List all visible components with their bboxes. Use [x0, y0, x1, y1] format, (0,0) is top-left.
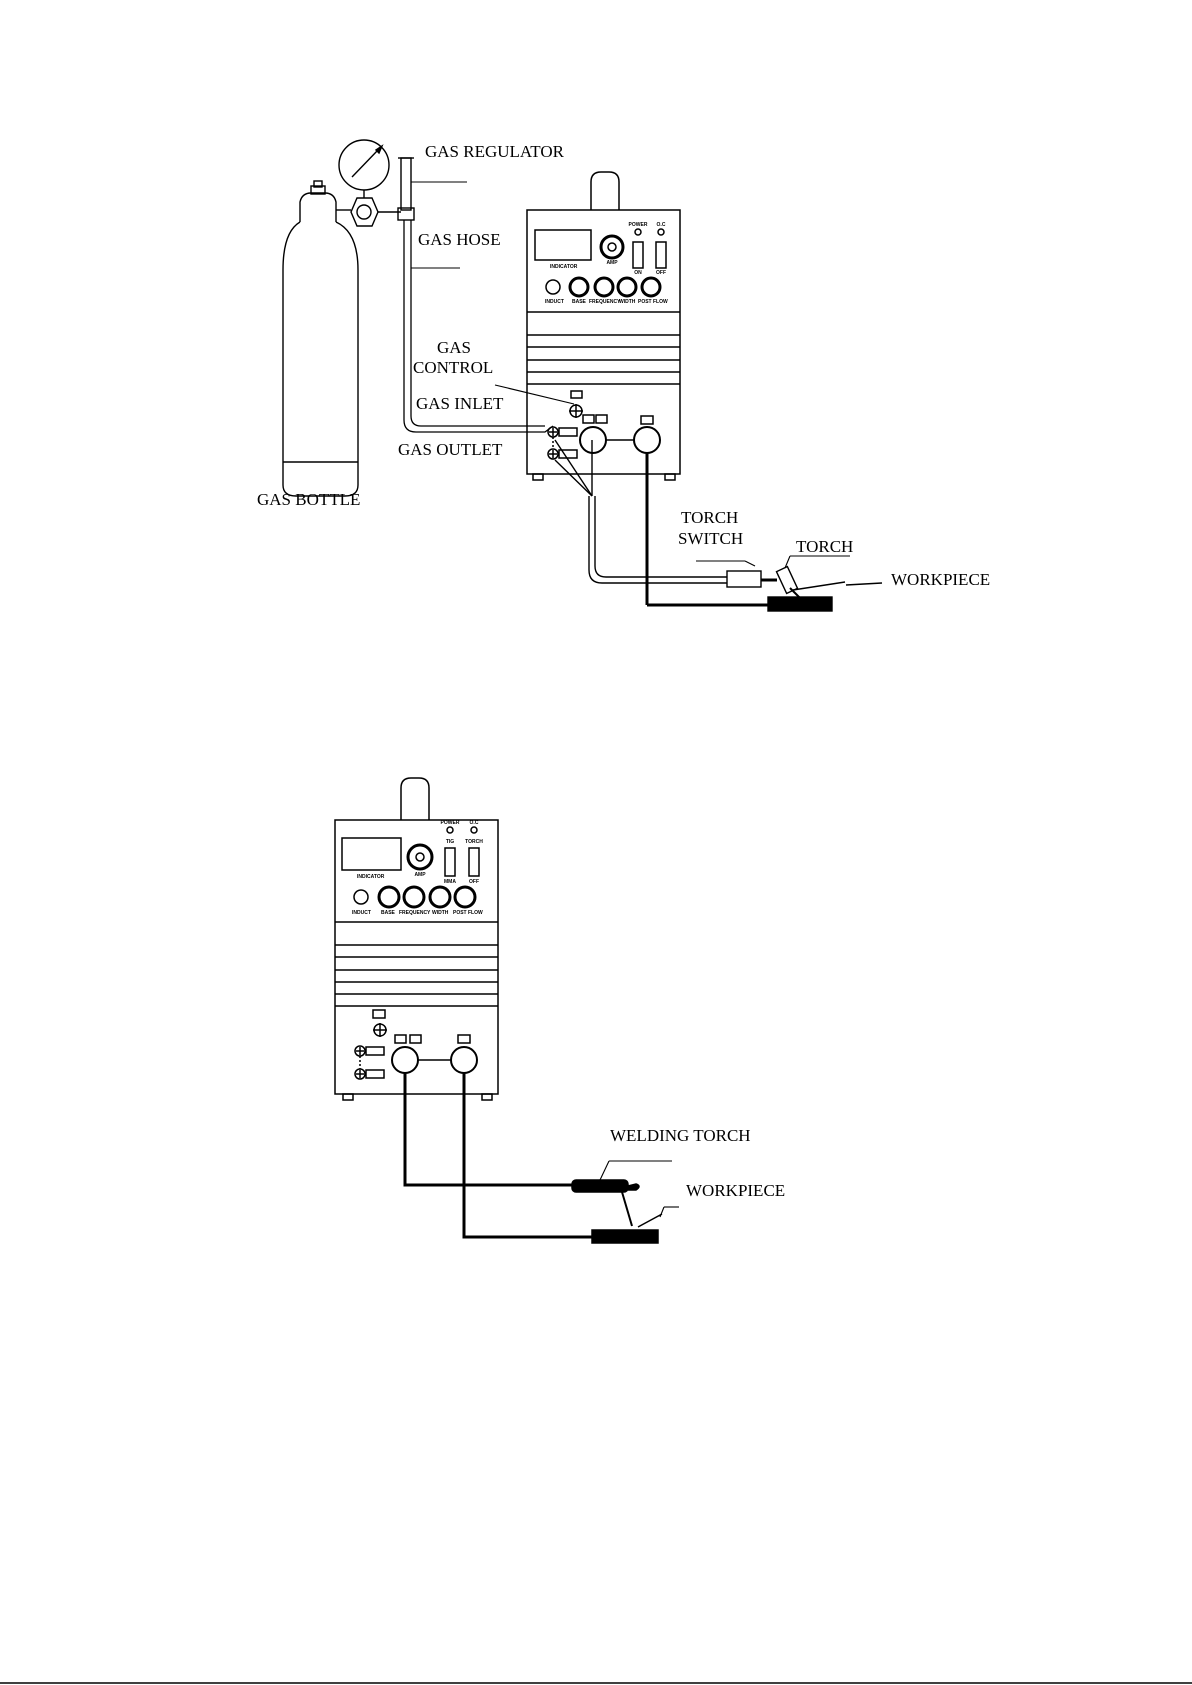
- knob-label-width: WIDTH: [619, 299, 636, 305]
- knob-label-post-flow: POST FLOW: [638, 299, 668, 305]
- power-label: POWER: [629, 222, 648, 228]
- gas-bottle: [283, 181, 358, 496]
- on-label: ON: [634, 270, 642, 276]
- knob-label-post-flow-2: POST FLOW: [453, 910, 483, 916]
- off-label: OFF: [656, 270, 666, 276]
- oc-label-2: O.C: [470, 820, 479, 826]
- oc-label: O.C: [657, 222, 666, 228]
- knob-label-frequency-2: FREQUENCY: [399, 910, 431, 916]
- label-gas-outlet: GAS OUTLET: [398, 440, 503, 459]
- label-torch-switch-2: SWITCH: [678, 529, 743, 548]
- indicator-label: INDICATOR: [550, 264, 578, 270]
- welding-machine-2: [335, 778, 498, 1100]
- mma-label-2: MMA: [444, 879, 456, 885]
- tig-setup-diagram: AMP POWER O.C ON OFF INDICATOR INDUCT BA…: [257, 140, 990, 611]
- mma-setup-diagram: AMP POWER O.C TIG TORCH MMA OFF INDICATO…: [335, 778, 785, 1243]
- label-gas-inlet: GAS INLET: [416, 394, 504, 413]
- knob-label-width-2: WIDTH: [432, 910, 449, 916]
- label-torch: TORCH: [796, 537, 853, 556]
- torch-label-2: TORCH: [465, 839, 483, 845]
- tig-label-2: TIG: [446, 839, 454, 845]
- mma-holders: [572, 1180, 662, 1243]
- label-gas-control-1: GAS: [437, 338, 471, 357]
- label-gas-control-2: CONTROL: [413, 358, 493, 377]
- inductance-label: INDUCT: [545, 299, 564, 305]
- tig-labels: GAS REGULATOR GAS HOSE GAS CONTROL GAS I…: [257, 142, 990, 589]
- label-gas-hose: GAS HOSE: [418, 230, 501, 249]
- welding-machine: [527, 172, 680, 480]
- label-gas-regulator: GAS REGULATOR: [425, 142, 565, 161]
- inductance-label-2: INDUCT: [352, 910, 371, 916]
- gas-regulator: [339, 140, 414, 226]
- mma-cables: [405, 1073, 592, 1237]
- amp-label-2: AMP: [414, 872, 426, 878]
- label-welding-torch: WELDING TORCH: [610, 1126, 751, 1145]
- amp-label: AMP: [606, 260, 618, 266]
- off-label-2: OFF: [469, 879, 479, 885]
- label-workpiece-1: WORKPIECE: [891, 570, 990, 589]
- knob-label-frequency: FREQUENCY: [589, 299, 621, 305]
- power-label-2: POWER: [441, 820, 460, 826]
- machine-panel-text: AMP POWER O.C ON OFF INDICATOR INDUCT BA…: [545, 222, 668, 305]
- knob-label-base-2: BASE: [381, 910, 396, 916]
- label-gas-bottle: GAS BOTTLE: [257, 490, 360, 509]
- label-workpiece-2: WORKPIECE: [686, 1181, 785, 1200]
- knob-label-base: BASE: [572, 299, 587, 305]
- indicator-label-2: INDICATOR: [357, 874, 385, 880]
- label-torch-switch-1: TORCH: [681, 508, 738, 527]
